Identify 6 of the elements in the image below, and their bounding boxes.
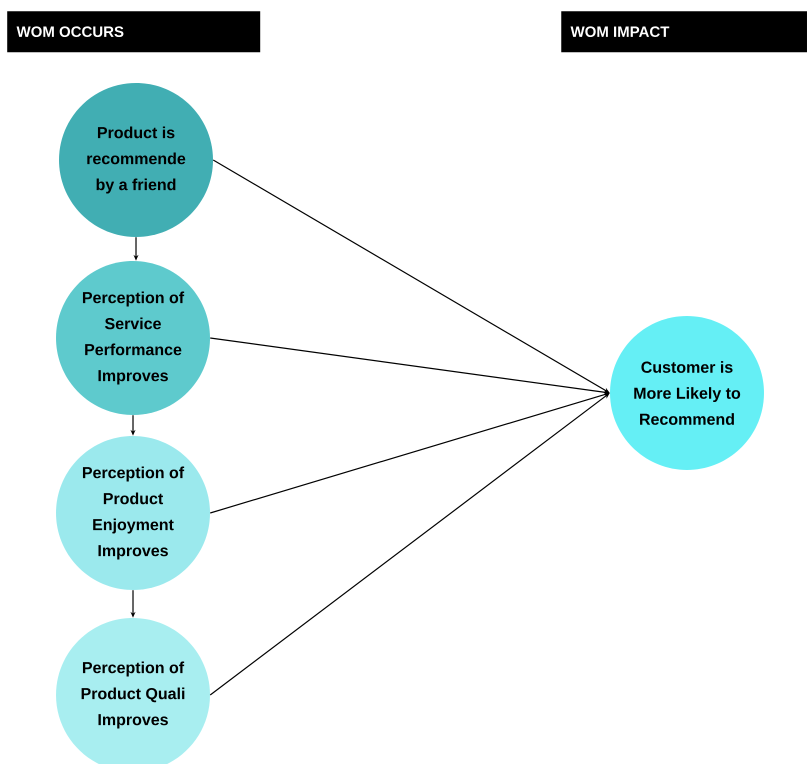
circle-node: Customer is More Likely to Recommend	[610, 316, 764, 470]
header-bar: WOM IMPACT	[561, 11, 807, 52]
circle-node: Product is recommende by a friend	[59, 83, 213, 237]
circle-node: Perception of Product Enjoyment Improves	[56, 436, 210, 590]
circle-node: Perception of Service Performance Improves	[56, 261, 210, 415]
header-bar: WOM OCCURS	[7, 11, 260, 52]
